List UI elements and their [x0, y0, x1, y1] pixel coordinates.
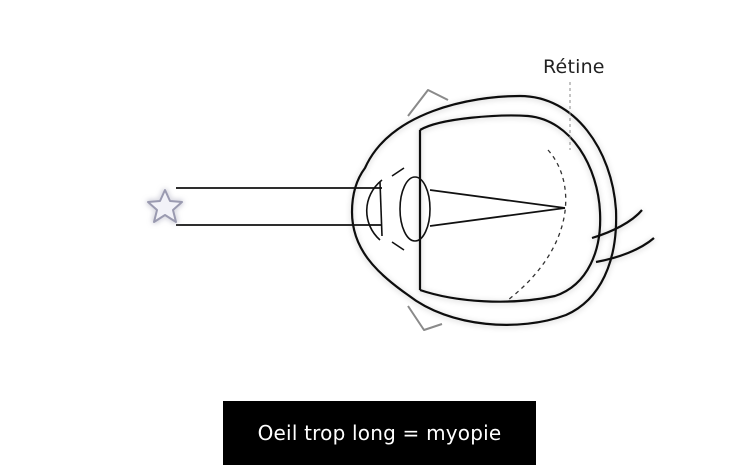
eyeball [350, 94, 655, 326]
optic-nerve-upper [591, 209, 643, 240]
sclera-outer [350, 94, 618, 326]
caption-box: Oeil trop long = myopie [223, 401, 536, 465]
cornea [366, 179, 383, 241]
upper-eyelid [407, 89, 449, 117]
lens [399, 176, 431, 242]
sclera-inner [419, 114, 602, 303]
optic-nerve-lower [595, 237, 655, 264]
ray-upper-refracted [429, 189, 566, 209]
optics [366, 167, 431, 251]
caption-text: Oeil trop long = myopie [257, 421, 502, 445]
lower-eyelid [407, 305, 443, 331]
iris-lower [391, 241, 405, 251]
retina-label: Rétine [543, 56, 605, 78]
iris-upper [391, 167, 405, 177]
light-rays [176, 187, 566, 227]
star-icon [147, 189, 183, 223]
cornea-edge [379, 181, 383, 237]
ray-lower-refracted [429, 207, 566, 227]
eyelids [407, 89, 449, 331]
focal-curve [507, 149, 567, 301]
